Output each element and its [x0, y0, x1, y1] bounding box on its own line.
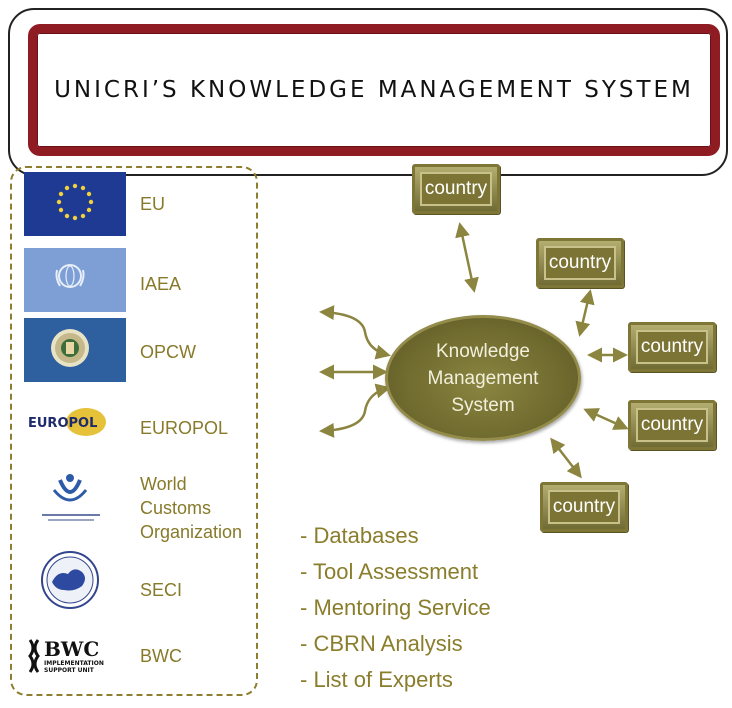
org-label-europol: EUROPOL: [140, 418, 229, 438]
country-label-4: country: [640, 414, 704, 435]
org-label-eu: EU: [140, 194, 166, 214]
service-item: - Tool Assessment: [300, 559, 479, 584]
arrow-country-2: [575, 289, 595, 337]
service-item: - List of Experts: [300, 667, 453, 692]
wco-logo-icon: [24, 464, 126, 528]
kms-line-3: System: [451, 394, 515, 416]
country-box-2: country: [536, 238, 624, 288]
org-label-opcw: OPCW: [140, 342, 196, 362]
arrow-left-1: [319, 305, 391, 360]
svg-text:BWC: BWC: [44, 637, 99, 661]
europol-logo-icon: EUROPOL: [24, 392, 126, 456]
bwc-logo-icon: BWC IMPLEMENTATION SUPPORT UNIT: [24, 626, 126, 690]
page-title: UNICRI’S KNOWLEDGE MANAGEMENT SYSTEM: [54, 77, 694, 103]
country-label-5: country: [552, 496, 616, 517]
knowledge-management-system-node: [385, 315, 581, 441]
arrow-country-4: [583, 408, 629, 430]
country-box-3: country: [628, 322, 716, 372]
country-box-5: country: [540, 482, 628, 532]
country-label-2: country: [548, 252, 612, 273]
svg-text:IMPLEMENTATION: IMPLEMENTATION: [44, 660, 104, 667]
iaea-emblem-icon: [24, 248, 126, 312]
eu-flag-icon: [24, 172, 126, 236]
title-banner: [28, 24, 720, 156]
country-box-4: country: [628, 400, 716, 450]
services-list: - Databases - Tool Assessment - Mentorin…: [300, 518, 491, 698]
seci-logo-icon: [24, 548, 126, 612]
service-item: - CBRN Analysis: [300, 631, 463, 656]
org-label-iaea: IAEA: [140, 274, 182, 294]
arrow-left-3: [319, 383, 391, 438]
country-label-1: country: [424, 178, 488, 199]
svg-text:EUROPOL: EUROPOL: [28, 416, 97, 431]
svg-text:SUPPORT UNIT: SUPPORT UNIT: [44, 667, 95, 674]
org-label-seci: SECI: [140, 580, 183, 600]
kms-line-2: Management: [427, 367, 539, 389]
country-box-1: country: [412, 164, 500, 214]
org-label-wco: World Customs Organization: [140, 474, 243, 542]
kms-label: Knowledge Management System: [385, 315, 581, 441]
kms-line-1: Knowledge: [435, 340, 531, 362]
organizations-panel: EU IAEA OPCW EUROPOL EUROPOL: [10, 166, 258, 696]
arrow-country-5: [550, 437, 582, 479]
org-label-bwc: BWC: [140, 646, 182, 666]
service-item: - Mentoring Service: [300, 595, 491, 620]
country-label-3: country: [640, 336, 704, 357]
service-item: - Databases: [300, 523, 419, 548]
opcw-emblem-icon: [24, 318, 126, 382]
arrow-country-1: [455, 222, 479, 293]
